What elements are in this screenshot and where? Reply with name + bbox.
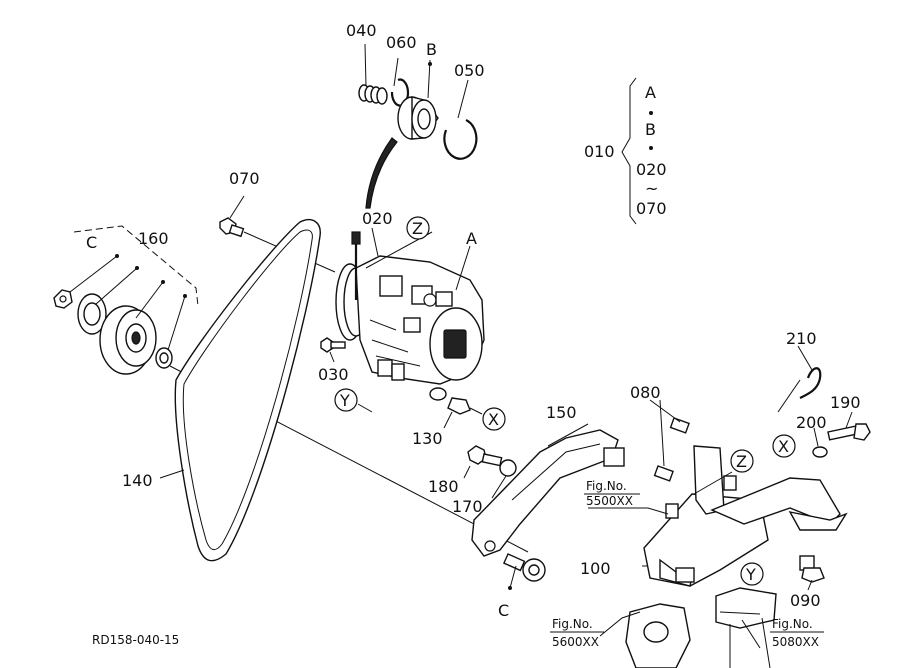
label-180: 180	[428, 477, 459, 496]
ref-x-right-icon	[772, 434, 796, 458]
bracket-label-070: 070	[636, 199, 667, 218]
label-150: 150	[546, 403, 577, 422]
label-z-right: Z	[736, 452, 747, 471]
label-030: 030	[318, 365, 349, 384]
bracket-label-b: B	[645, 120, 656, 139]
housing-5600-icon	[625, 603, 691, 668]
label-070: 070	[229, 169, 260, 188]
mounting-bracket-icon	[471, 429, 848, 587]
label-080: 080	[630, 383, 661, 402]
bolt-c-bottom-icon	[503, 553, 546, 582]
fig-ref-5080-number: 5080XX	[772, 635, 819, 649]
label-100: 100	[580, 559, 611, 578]
bracket-label-020: 020	[636, 160, 667, 179]
label-040: 040	[346, 21, 377, 40]
label-050: 050	[454, 61, 485, 80]
clutch-subassembly	[358, 43, 478, 209]
label-x-left: X	[488, 410, 499, 429]
spring-040-icon	[358, 84, 388, 105]
assembly-arrow-icon	[365, 137, 398, 209]
kit-bracket-010	[621, 77, 653, 225]
ref-z-top-icon	[406, 216, 430, 240]
washer-170-icon	[499, 459, 517, 477]
label-y-left: Y	[339, 391, 350, 410]
label-140: 140	[122, 471, 153, 490]
bolt-190-icon	[827, 423, 871, 441]
bolt-030-icon	[320, 337, 346, 353]
label-170: 170	[452, 497, 483, 516]
fig-ref-5600-number: 5600XX	[552, 635, 599, 649]
ac-compressor-icon	[335, 231, 485, 385]
label-200: 200	[796, 413, 827, 432]
label-b-top: B	[426, 40, 437, 59]
ref-x-left-icon	[482, 407, 506, 431]
hose-clip-210-icon	[799, 367, 822, 399]
ref-y-right-icon	[740, 562, 764, 586]
label-130: 130	[412, 429, 443, 448]
label-020: 020	[362, 209, 393, 228]
fig-ref-5080-title: Fig.No.	[772, 617, 813, 631]
ref-z-right-icon	[730, 449, 754, 473]
fig-ref-5500-number: 5500XX	[586, 494, 633, 508]
bolt-180-icon	[467, 445, 503, 467]
label-a: A	[466, 229, 477, 248]
stud-080-icon	[653, 417, 737, 519]
bearing-b-icon	[397, 96, 439, 140]
label-x-right: X	[778, 437, 789, 456]
label-c-left: C	[86, 233, 97, 252]
drawing-code: RD158-040-15	[92, 633, 179, 647]
label-190: 190	[830, 393, 861, 412]
label-010: 010	[584, 142, 615, 161]
bracket-label-tilde: ~	[645, 179, 658, 198]
fig-ref-5600-title: Fig.No.	[552, 617, 593, 631]
label-z-top: Z	[412, 219, 423, 238]
bolt-090-icon	[799, 555, 825, 583]
label-090: 090	[790, 591, 821, 610]
label-c-bottom: C	[498, 601, 509, 620]
snap-ring-050-icon	[443, 119, 478, 160]
washer-200-icon	[812, 446, 828, 458]
spacer-130-icon	[429, 387, 471, 415]
ref-y-left-icon	[334, 388, 358, 412]
label-060: 060	[386, 33, 417, 52]
label-160: 160	[138, 229, 169, 248]
label-y-right: Y	[745, 565, 756, 584]
pulley-icon	[99, 305, 157, 375]
bracket-label-a: A	[645, 83, 656, 102]
frame-5080-icon	[715, 587, 777, 668]
bolt-070-icon	[219, 217, 245, 238]
label-210: 210	[786, 329, 817, 348]
v-belt-icon	[174, 218, 321, 562]
fig-ref-5500-title: Fig.No.	[586, 479, 627, 493]
pulley-group-c	[53, 225, 529, 553]
